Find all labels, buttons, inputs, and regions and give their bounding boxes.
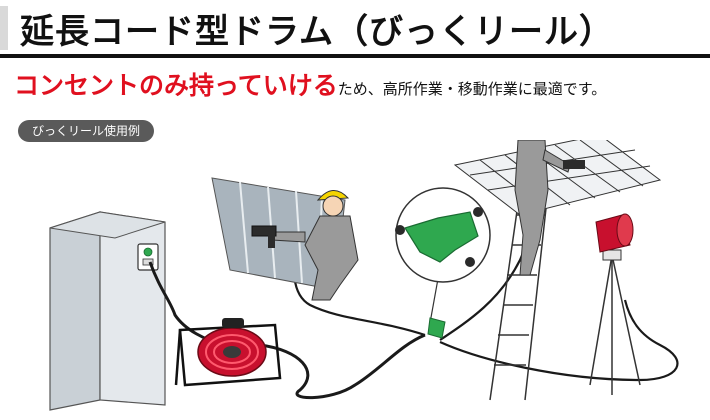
usage-example-badge: びっくリール使用例 [18, 120, 155, 142]
title-bar: 延長コード型ドラム（びっくリール） [0, 0, 710, 58]
subheading: コンセントのみ持っていけるため、高所作業・移動作業に最適です。 [14, 66, 606, 102]
page-title: 延長コード型ドラム（びっくリール） [20, 12, 614, 52]
title-underline [0, 54, 710, 58]
cord-to-floodlight [439, 299, 679, 382]
usage-illustration [49, 140, 679, 411]
wall [49, 211, 166, 411]
worker-with-drill-icon [251, 190, 359, 301]
worker-on-ladder-icon [514, 140, 585, 276]
wall-outlet-icon [137, 243, 159, 271]
subheading-emphasis: コンセントのみ持っていける [14, 71, 338, 100]
floodlight-on-tripod-icon [589, 213, 641, 395]
three-way-plug-icon [395, 187, 491, 339]
roof-frame [453, 140, 662, 216]
cord-reel-icon [174, 318, 282, 387]
subheading-rest: ため、高所作業・移動作業に最適です。 [337, 80, 607, 98]
title-accent-bar [0, 6, 8, 50]
